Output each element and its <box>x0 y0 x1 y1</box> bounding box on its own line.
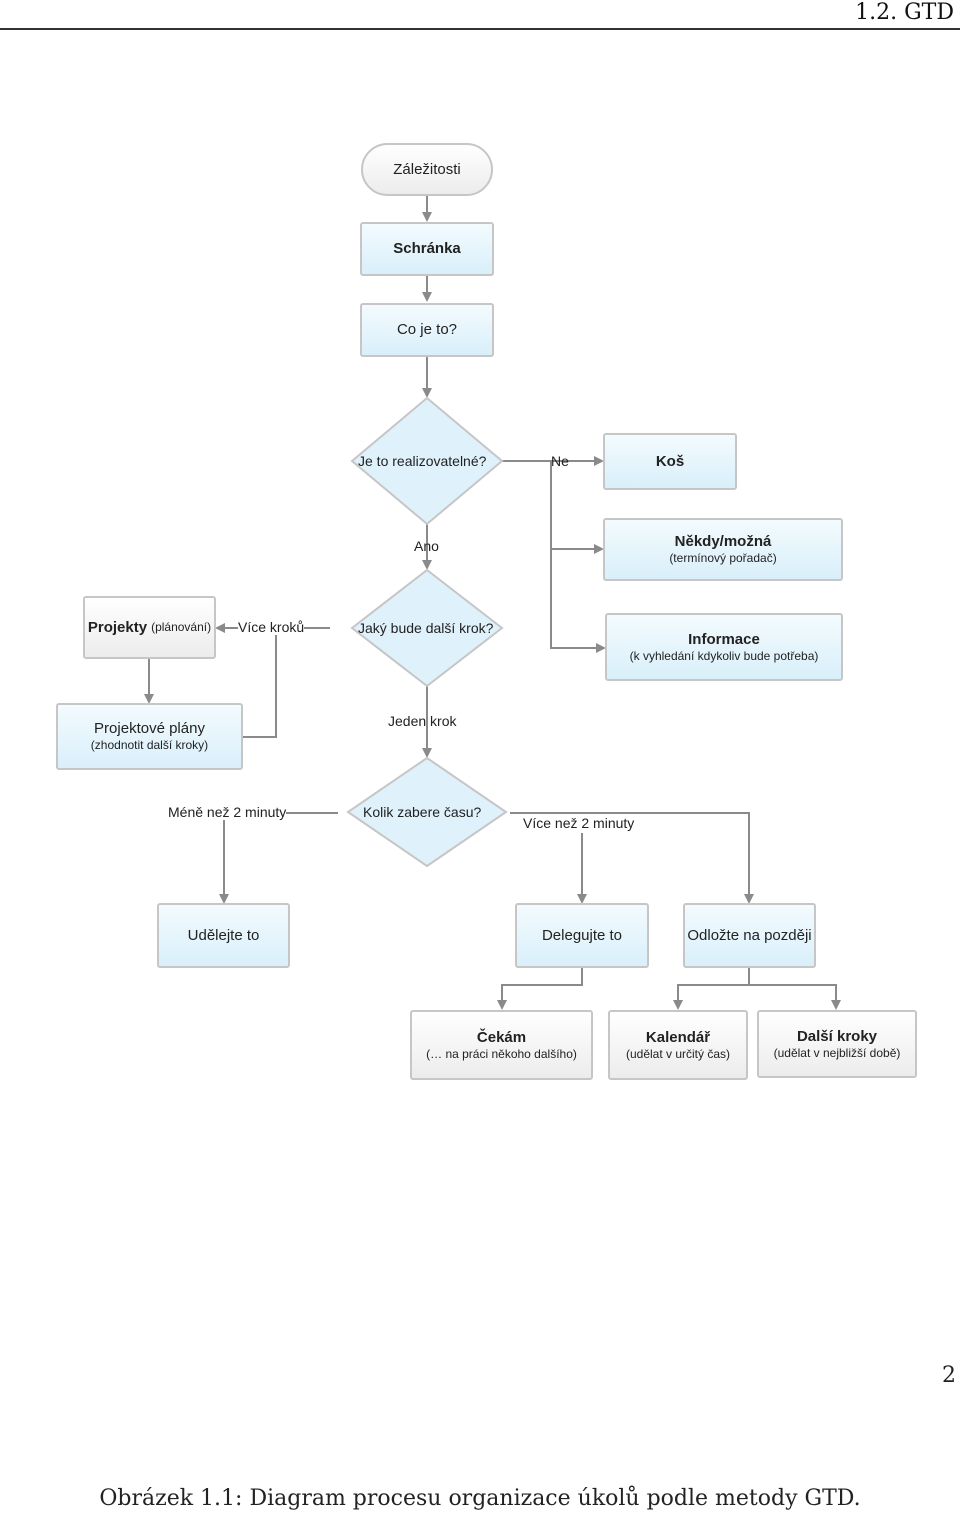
node-delegujte: Delegujte to <box>515 903 649 968</box>
decision-realizovatelne-shape <box>350 396 504 526</box>
edge-label-ano: Ano <box>414 538 439 554</box>
decision-dalsi-krok-shape <box>350 568 504 688</box>
node-zalezitosti: Záležitosti <box>361 143 493 196</box>
node-zalezitosti-label: Záležitosti <box>393 160 461 178</box>
node-nekdy-subtitle: (termínový pořadač) <box>669 551 777 565</box>
node-informace: Informace (k vyhledání kdykoliv bude pot… <box>605 613 843 681</box>
node-udelejte-label: Udělejte to <box>187 926 260 944</box>
node-informace-subtitle: (k vyhledání kdykoliv bude potřeba) <box>629 648 819 663</box>
node-projektove-plany: Projektové plány (zhodnotit další kroky) <box>56 703 243 770</box>
node-kos: Koš <box>603 433 737 490</box>
node-informace-title: Informace <box>688 630 760 648</box>
decision-realizovatelne: Je to realizovatelné? <box>358 453 487 469</box>
decision-dalsi-krok: Jaký bude další krok? <box>358 620 494 636</box>
connector-ne-nekdy <box>550 461 604 554</box>
node-co-je-to: Co je to? <box>360 303 494 357</box>
node-schranka: Schránka <box>360 222 494 276</box>
decision-kolik-casu: Kolik zabere času? <box>363 804 482 820</box>
header-rule <box>0 28 960 30</box>
node-projekty: Projekty (plánování) <box>83 596 216 659</box>
node-kalendar: Kalendář (udělat v určitý čas) <box>608 1010 748 1080</box>
connector-plany-loop <box>243 628 277 738</box>
node-co-je-to-label: Co je to? <box>396 321 458 338</box>
node-kalendar-subtitle: (udělat v určitý čas) <box>625 1046 731 1061</box>
decision-kolik-casu-shape <box>346 756 508 868</box>
node-cekam-title: Čekám <box>476 1028 527 1046</box>
node-udelejte: Udělejte to <box>157 903 290 968</box>
connector-mene-udelejte <box>219 812 338 904</box>
connector-odlozte-bottom <box>673 968 750 1010</box>
node-dalsi-kroky-subtitle: (udělat v nejbližší době) <box>773 1045 901 1060</box>
connector-vice-odlozte <box>510 812 754 904</box>
edge-label-mene-2: Méně než 2 minuty <box>168 804 287 820</box>
node-projekty-title: Projekty <box>87 618 148 636</box>
node-dalsi-kroky-title: Další kroky <box>796 1027 878 1045</box>
node-projekty-subtitle: (plánování) <box>151 620 212 634</box>
node-odlozte-label: Odložte na později <box>687 926 812 944</box>
page-number: 2 <box>942 1363 956 1388</box>
node-schranka-label: Schránka <box>393 240 461 257</box>
figure-caption: Obrázek 1.1: Diagram procesu organizace … <box>99 1486 861 1511</box>
edge-label-jeden-krok: Jeden krok <box>388 713 457 729</box>
connector-delegujte-cekam <box>497 968 583 1010</box>
node-nekdy-title: Někdy/možná <box>674 533 772 550</box>
node-kos-label: Koš <box>655 452 685 470</box>
node-delegujte-label: Delegujte to <box>541 926 623 944</box>
node-odlozte: Odložte na později <box>683 903 816 968</box>
node-projektove-plany-subtitle: (zhodnotit další kroky) <box>90 738 209 752</box>
node-projektove-plany-title: Projektové plány <box>94 720 205 737</box>
node-cekam-subtitle: (… na práci někoho dalšího) <box>426 1046 577 1061</box>
edge-label-vice-kroku: Více kroků <box>238 619 305 635</box>
node-dalsi-kroky: Další kroky (udělat v nejbližší době) <box>757 1010 917 1078</box>
running-head: 1.2. GTD <box>855 0 954 25</box>
node-nekdy: Někdy/možná (termínový pořadač) <box>603 518 843 581</box>
node-kalendar-title: Kalendář <box>645 1028 711 1046</box>
edge-label-vice-2: Více než 2 minuty <box>523 815 635 831</box>
connector-ne-informace <box>550 540 606 653</box>
edge-label-ne: Ne <box>551 453 569 469</box>
node-cekam: Čekám (… na práci někoho dalšího) <box>410 1010 593 1080</box>
connector-odlozte-dalsi <box>749 984 841 1010</box>
